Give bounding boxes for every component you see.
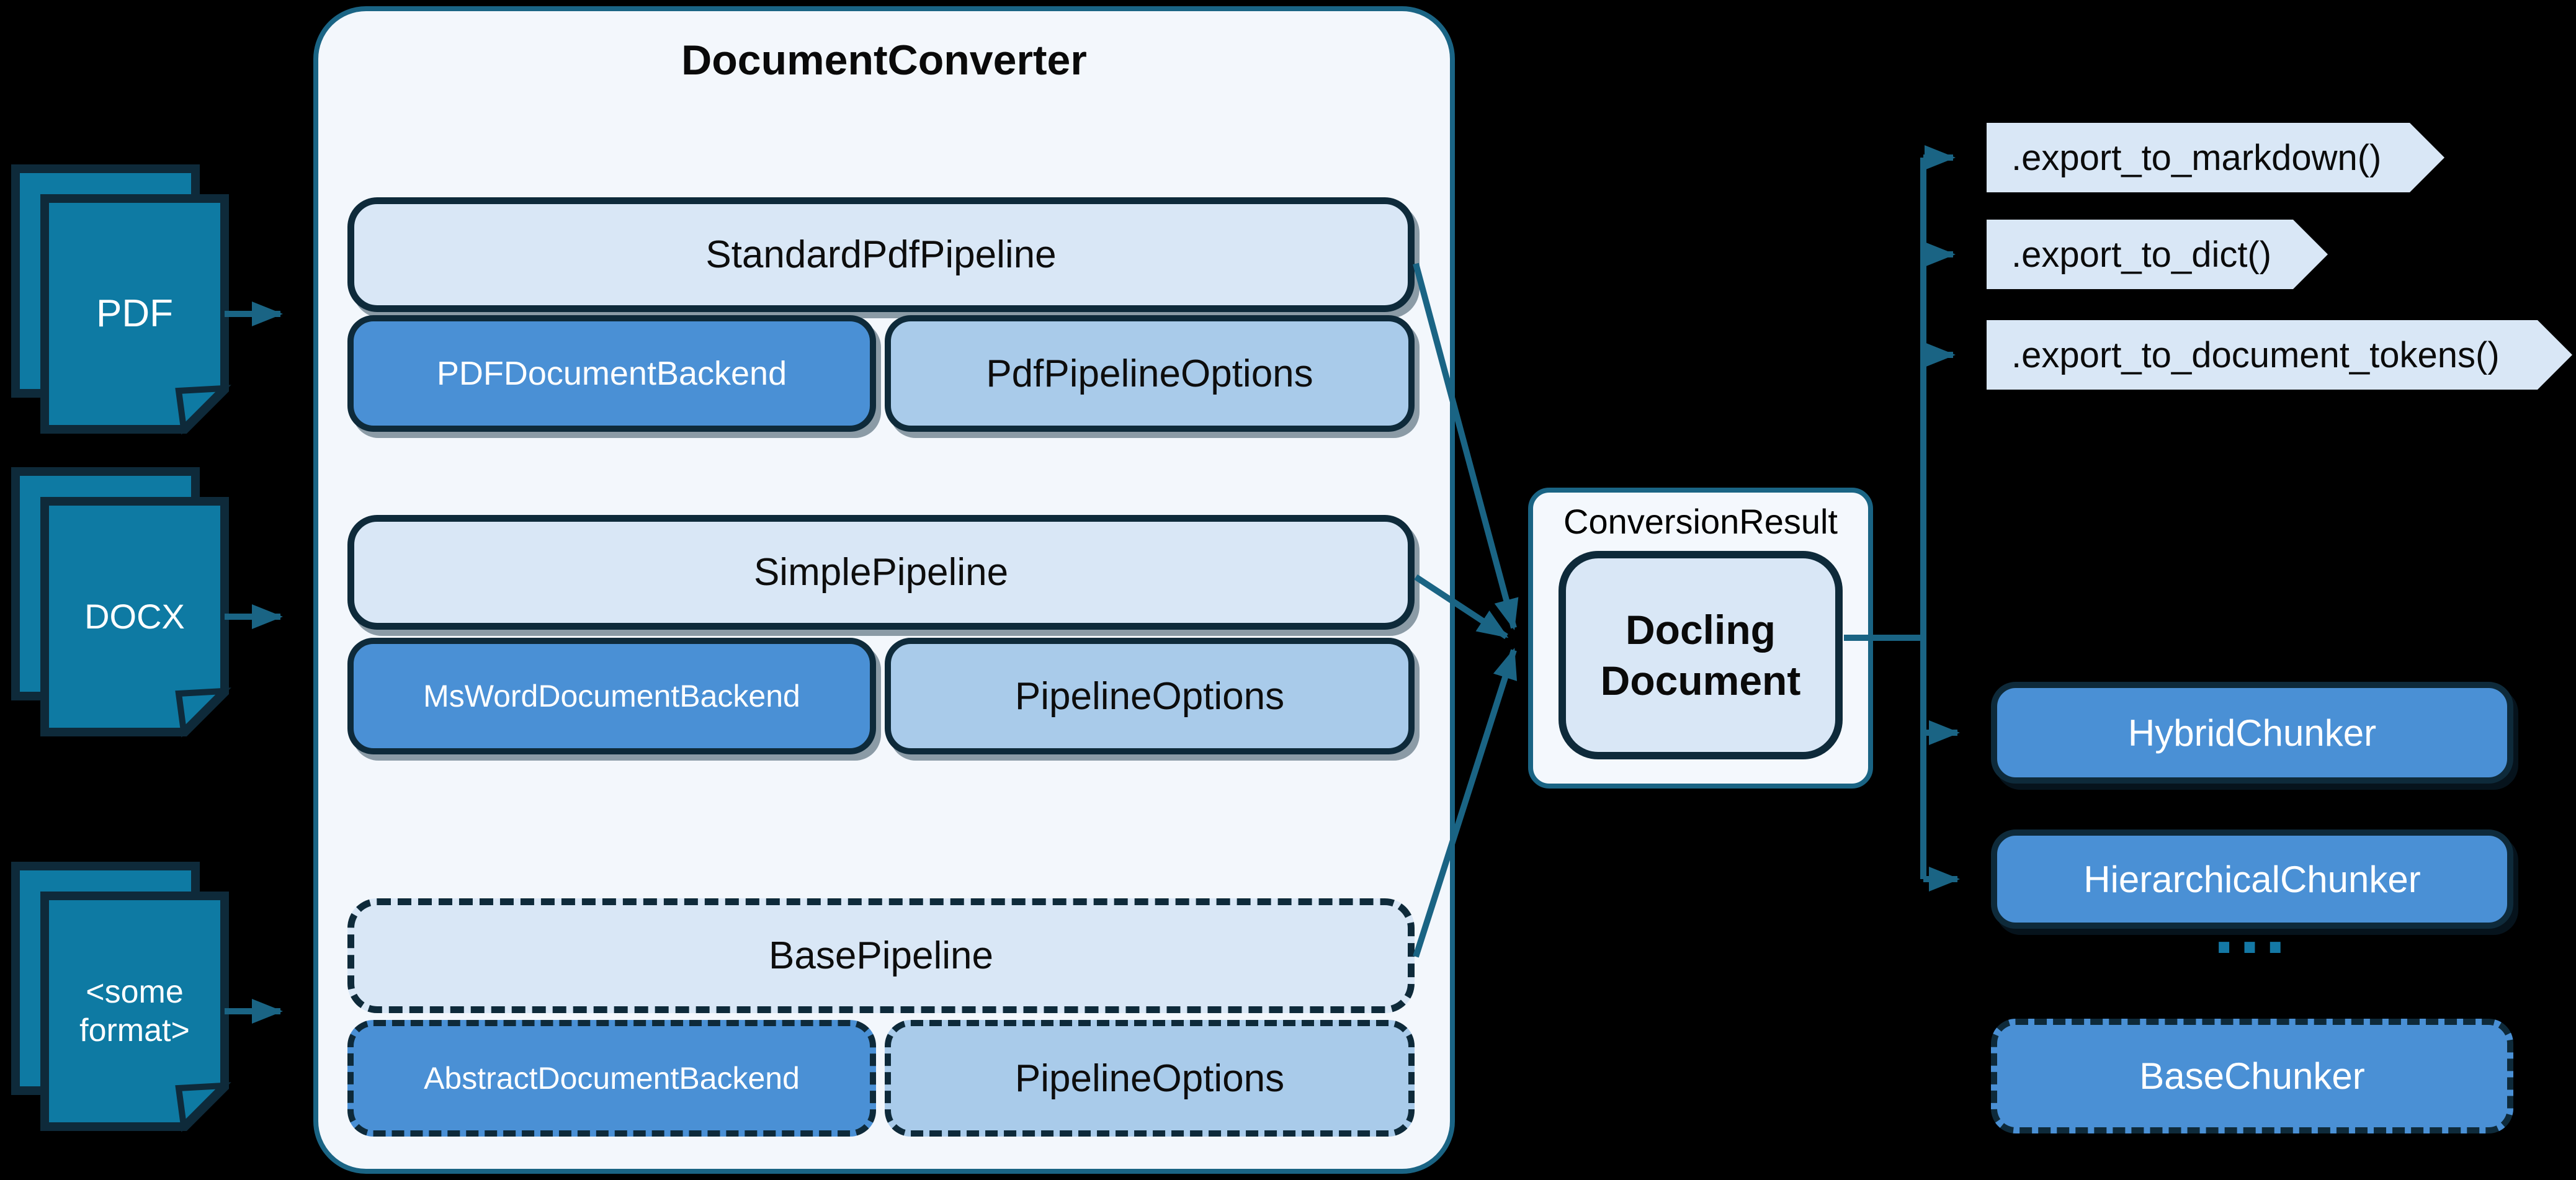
hybrid-chunker-label: HybridChunker — [2127, 712, 2377, 754]
hierarchical-chunker-label: HierarchicalChunker — [2083, 858, 2421, 900]
standard-pdf-pipeline-label: StandardPdfPipeline — [705, 233, 1057, 276]
document-stack-icon — [11, 164, 231, 435]
document-stack-icon — [11, 467, 231, 738]
pdf-pipeline-options-label: PdfPipelineOptions — [986, 352, 1313, 395]
base-chunker-box: BaseChunker — [1991, 1019, 2513, 1133]
base-pipeline-options-label: PipelineOptions — [1014, 1057, 1285, 1100]
input-some-format-label: <some format> — [79, 973, 190, 1048]
input-pdf: PDF — [9, 163, 245, 448]
export-to-markdown-tag: .export_to_markdown() — [1987, 123, 2444, 192]
export-to-document-tokens-label: .export_to_document_tokens() — [2011, 334, 2500, 375]
pdf-pipeline-options-box: PdfPipelineOptions — [885, 315, 1415, 432]
pipeline-options-label: PipelineOptions — [1014, 674, 1285, 718]
input-pdf-label: PDF — [96, 292, 173, 335]
simple-pipeline-box: SimplePipeline — [347, 515, 1415, 630]
input-some-format: <some format> — [9, 860, 245, 1145]
hierarchical-chunker-box: HierarchicalChunker — [1991, 829, 2513, 929]
base-pipeline-label: BasePipeline — [769, 934, 993, 977]
pdf-document-backend-box: PDFDocumentBackend — [347, 315, 876, 432]
export-to-markdown-label: .export_to_markdown() — [2011, 137, 2382, 178]
base-pipeline-box: BasePipeline — [347, 898, 1415, 1013]
pdf-document-backend-label: PDFDocumentBackend — [436, 355, 787, 392]
abstract-document-backend-box: AbstractDocumentBackend — [347, 1020, 876, 1137]
conversion-result-label: ConversionResult — [1563, 502, 1838, 541]
input-docx: DOCX — [9, 465, 245, 751]
document-stack-icon — [11, 862, 231, 1132]
abstract-document-backend-label: AbstractDocumentBackend — [424, 1061, 800, 1096]
hybrid-chunker-box: HybridChunker — [1991, 682, 2513, 784]
base-chunker-label: BaseChunker — [2139, 1055, 2365, 1097]
docling-document-label: Docling Document — [1600, 606, 1801, 704]
msword-document-backend-box: MsWordDocumentBackend — [347, 638, 876, 754]
standard-pdf-pipeline-box: StandardPdfPipeline — [347, 197, 1415, 312]
export-to-dict-label: .export_to_dict() — [2011, 234, 2272, 275]
pipeline-options-box: PipelineOptions — [885, 638, 1415, 754]
msword-document-backend-label: MsWordDocumentBackend — [423, 679, 800, 713]
simple-pipeline-label: SimplePipeline — [753, 551, 1009, 594]
export-to-document-tokens-tag: .export_to_document_tokens() — [1987, 320, 2572, 390]
base-pipeline-options-box: PipelineOptions — [885, 1020, 1415, 1137]
document-converter-title: DocumentConverter — [681, 37, 1087, 84]
export-to-dict-tag: .export_to_dict() — [1987, 220, 2328, 289]
docling-document-box: Docling Document — [1559, 551, 1843, 759]
input-docx-label: DOCX — [84, 597, 185, 637]
